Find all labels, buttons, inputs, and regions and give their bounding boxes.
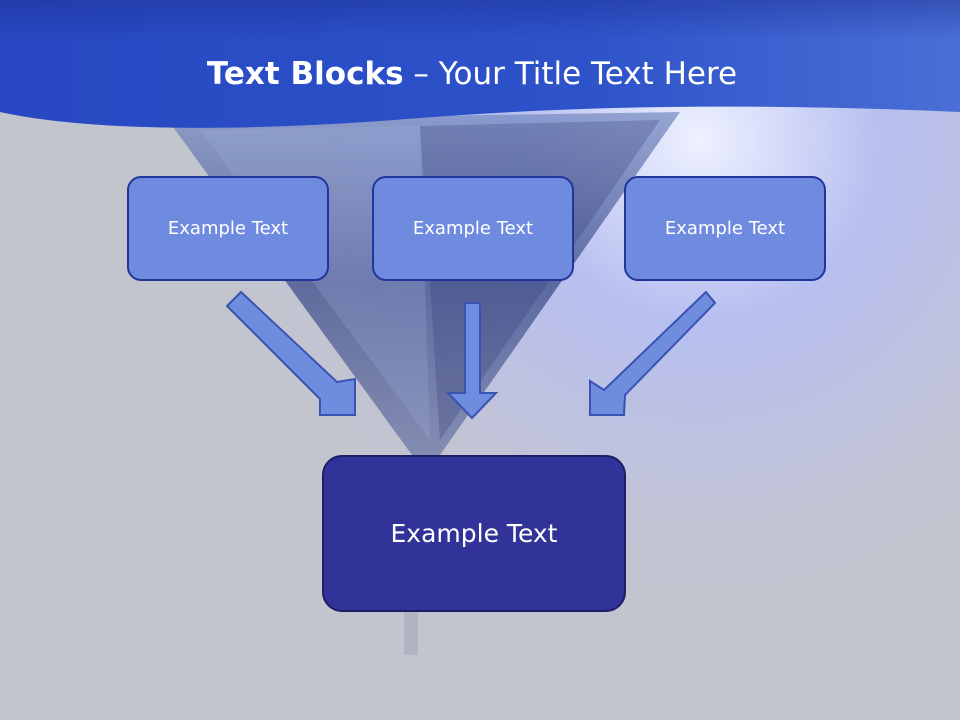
title-separator: – [403,56,439,92]
title-bold-part: Text Blocks [206,56,404,92]
slide-title: Text Blocks – Your Title Text Here [0,52,944,96]
text-block-top-right: Example Text [624,176,826,281]
text-block-label: Example Text [167,218,289,239]
text-block-top-center: Example Text [372,176,574,281]
text-block-bottom: Example Text [322,455,626,612]
text-block-label: Example Text [390,519,558,548]
text-block-top-left: Example Text [127,176,329,281]
text-block-label: Example Text [412,218,534,239]
text-block-label: Example Text [664,218,786,239]
title-rest-part: Your Title Text Here [438,56,738,92]
